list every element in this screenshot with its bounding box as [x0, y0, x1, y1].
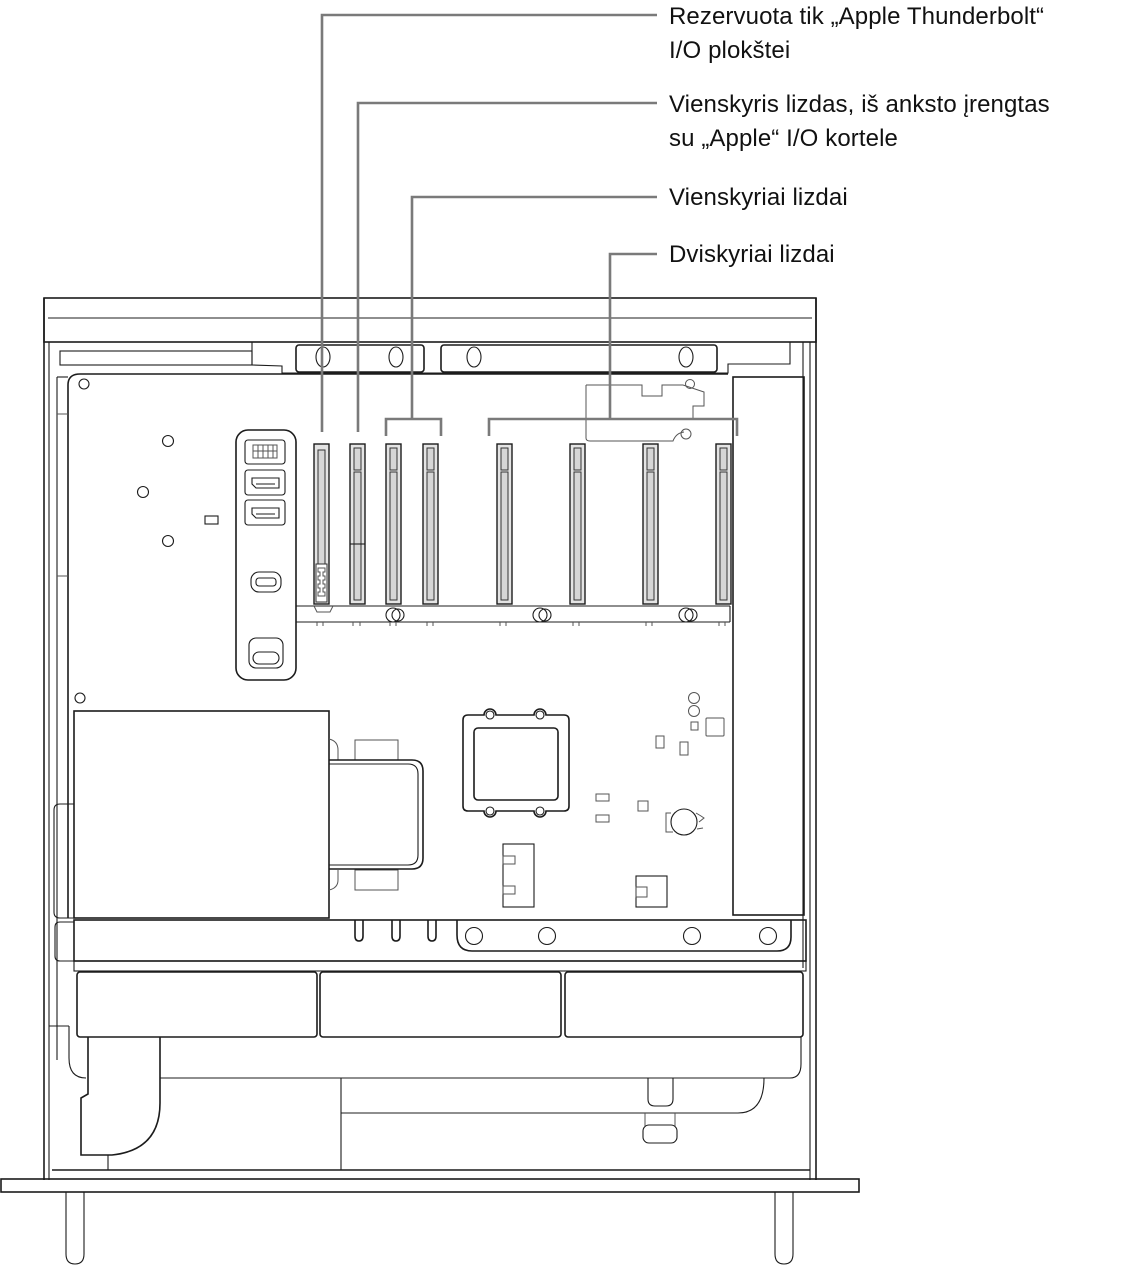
battery-icon [665, 808, 705, 836]
pcie-bay [296, 443, 731, 626]
lower-rail [54, 919, 807, 972]
callout-text-line: Rezervuota tik „Apple Thunderbolt“ [669, 3, 1045, 30]
callout-lines [320, 13, 739, 436]
callout-text-line: Dviskyriai lizdai [669, 241, 835, 268]
callout-line-thunderbolt-io [320, 13, 657, 432]
power-supply [53, 710, 424, 919]
power-header-icon [244, 439, 286, 465]
callout-text-line: I/O plokštei [669, 37, 791, 64]
callout-apple-io-card: Vienskyris lizdas, iš anksto įrengtas su… [669, 88, 1050, 156]
usb-a-port-icon [248, 637, 284, 669]
slot-double-4 [715, 443, 732, 605]
bracket-single-wide [384, 417, 443, 436]
io-panel [235, 429, 297, 681]
callout-text-line: su „Apple“ I/O kortele [669, 125, 898, 152]
connector-block [502, 843, 535, 908]
bottom-compartment [49, 971, 810, 1171]
slot-double-3 [642, 443, 659, 605]
slot-pegs [316, 622, 726, 626]
usb-c-port-icon [250, 571, 282, 593]
slot-double-2 [569, 443, 586, 605]
callout-double-wide-slots: Dviskyriai lizdai [669, 238, 835, 272]
callout-single-wide-slots: Vienskyriai lizdai [669, 181, 848, 215]
slot-apple-io [349, 443, 366, 605]
slot-double-1 [496, 443, 513, 605]
cpu-socket [462, 708, 570, 818]
callout-thunderbolt-io: Rezervuota tik „Apple Thunderbolt“ I/O p… [669, 0, 1044, 68]
slot-single-1 [385, 443, 402, 605]
slot-single-2 [422, 443, 439, 605]
logic-board [56, 373, 728, 1060]
board-components [502, 692, 725, 908]
hdmi-port-icon [244, 469, 286, 496]
callout-line-double-wide [608, 252, 657, 419]
bracket-double-wide [487, 417, 739, 436]
base-and-feet [0, 1178, 860, 1265]
callout-line-apple-io [356, 101, 657, 432]
slot-thunderbolt-io [313, 443, 330, 605]
hdmi-port-icon [244, 499, 286, 526]
chassis-frame [43, 297, 817, 1180]
standard-slots [385, 443, 732, 605]
callout-text-line: Vienskyris lizdas, iš anksto įrengtas [669, 91, 1050, 118]
callout-text-line: Vienskyriai lizdai [669, 184, 848, 211]
callout-line-single-wide [410, 195, 657, 419]
top-bracket [59, 342, 791, 374]
misc-board-details [585, 376, 805, 916]
connector-block [635, 875, 668, 908]
